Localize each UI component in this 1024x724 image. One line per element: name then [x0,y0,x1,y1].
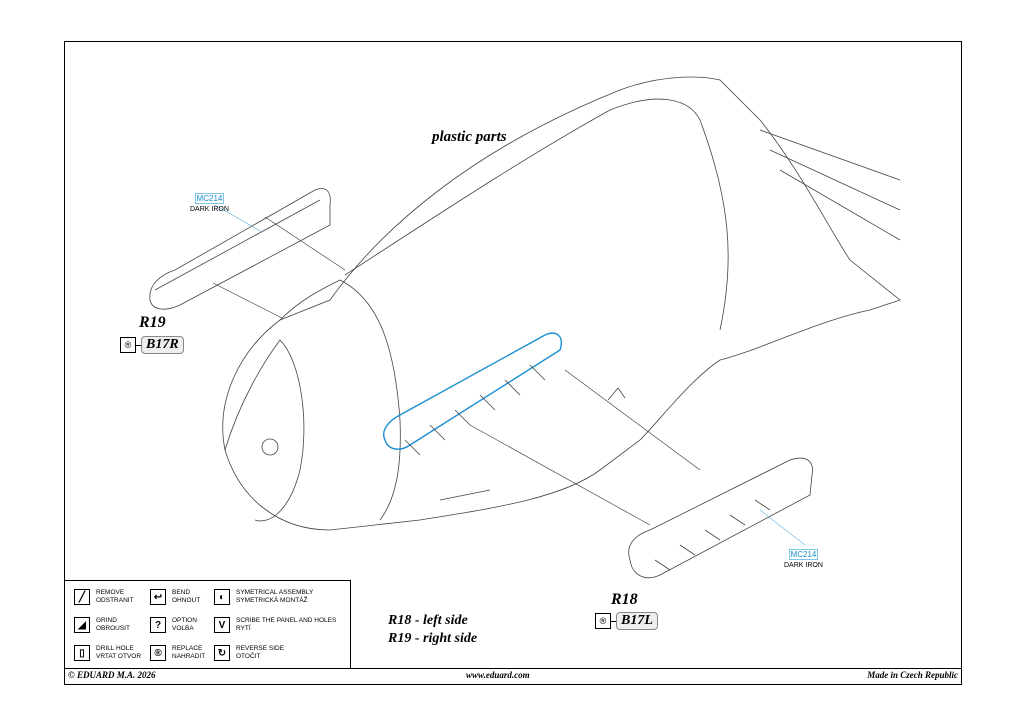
legend-label: SYMETRICAL ASSEMBLY [236,589,314,596]
part-label-r19: R19 [139,314,166,331]
installed-exhaust [383,332,562,450]
reverse-side-icon: ↻ [214,645,230,661]
fuselage-outline [222,76,901,531]
scribe-icon: V [214,617,230,633]
nose [224,339,305,522]
panel-line [279,279,401,521]
legend-label: ODSTRANIT [96,597,134,604]
cowl-line [344,98,729,331]
part-ref-r18: ® B17L [595,612,658,630]
nose-hole [261,438,279,456]
color-callout-r19: MC214 DARK IRON [190,188,229,214]
color-callout-r18: MC214 DARK IRON [784,544,823,570]
replacement-part: B17L [616,612,658,630]
arrow-line [469,424,651,526]
page-heading: plastic parts [432,129,507,145]
arrow-line [264,216,346,271]
side-note: R19 - right side [388,631,478,646]
exhaust-stubs [404,364,546,456]
legend-label: GRIND [96,617,117,624]
remove-icon: ╱ [74,589,90,605]
copyright: © EDUARD M.A. 2026 [68,670,156,680]
arrow-line [212,282,283,319]
legend-label: SCRIBE THE PANEL AND HOLES [236,617,337,624]
replace-icon: ® [120,337,136,353]
wing-root-lines [759,129,901,241]
part-ref-r19: ® B17R [120,336,184,354]
color-code: MC214 [194,193,225,204]
legend-label: VOLBA [172,625,194,632]
part-r19 [149,188,331,310]
legend-label: OHNOUT [172,597,201,604]
website: www.eduard.com [466,670,530,680]
color-name: DARK IRON [190,206,229,213]
side-notes: R18 - left side R19 - right side [388,612,477,648]
color-name: DARK IRON [784,562,823,569]
origin: Made in Czech Republic [867,670,958,680]
part-r18 [628,457,813,579]
callout-leader [759,509,806,546]
drill-hole-icon: ▯ [74,645,90,661]
legend-label: NAHRADIT [172,653,206,660]
symmetrical-assembly-icon: ◐ [214,589,230,605]
side-note: R18 - left side [388,613,468,628]
legend-label: OPTION [172,617,197,624]
locator-tab [607,387,626,401]
legend-label: REVERSE SIDE [236,645,285,652]
part-r18-stubs [654,499,771,571]
legend-label: DRILL HOLE [96,645,134,652]
legend-label: RYTÍ [236,625,251,632]
legend-label: SYMETRICKÁ MONTÁŽ [236,597,308,604]
part-label-r18: R18 [611,591,638,608]
color-code: MC214 [788,549,819,560]
replace-icon: ® [595,613,611,629]
lower-intake [439,489,491,501]
legend-label: VRTAT OTVOR [96,653,142,660]
bend-icon: ↩ [150,589,166,605]
footer-divider [64,668,962,669]
legend-label: OTOČIT [236,653,261,660]
page-frame [64,41,962,685]
replacement-part: B17R [141,336,184,354]
callout-leader [214,204,263,233]
option-icon: ? [150,617,166,633]
legend-label: BEND [172,589,191,596]
legend-label: OBROUSIT [96,625,130,632]
legend-label: REMOVE [96,589,125,596]
legend-label: REPLACE [172,645,203,652]
part-r19-edge [154,199,321,291]
grind-icon: ◢ [74,617,90,633]
replace-icon: ® [150,645,166,661]
arrow-line [564,369,701,471]
